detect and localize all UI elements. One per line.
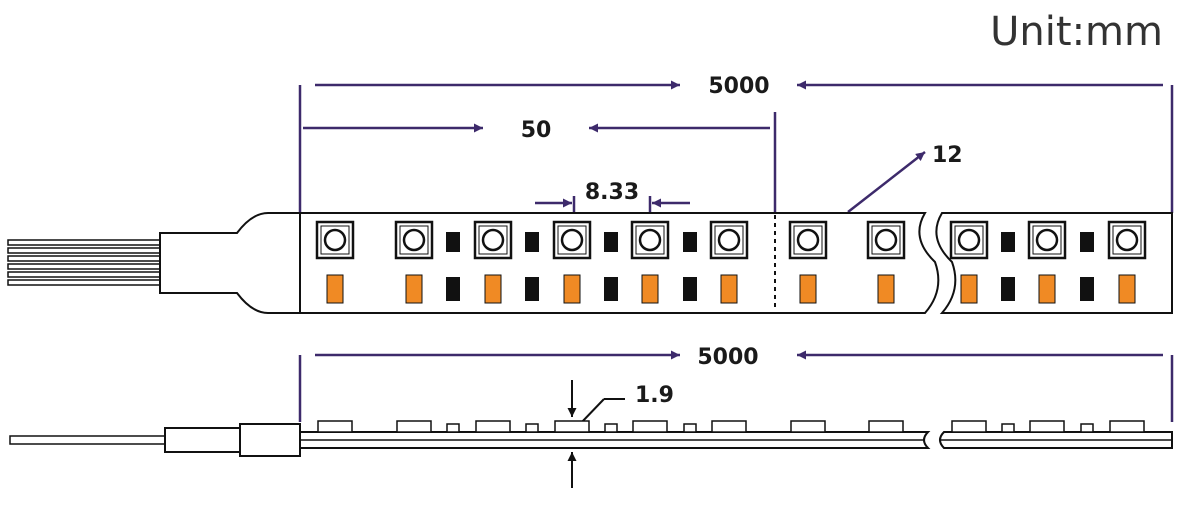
cut-length-dimension (303, 112, 777, 213)
led-chip (1107, 220, 1147, 260)
side-led-chip (951, 420, 987, 433)
connector-housing (159, 212, 301, 314)
led-chip (552, 220, 592, 260)
orange-resistor (1118, 274, 1136, 304)
side-led-chip (1109, 420, 1145, 433)
side-wire (9, 435, 166, 445)
orange-resistor (484, 274, 502, 304)
orange-resistor (960, 274, 978, 304)
black-component (1080, 277, 1094, 301)
side-small-component (683, 423, 697, 433)
orange-resistor (720, 274, 738, 304)
side-led-chip (632, 420, 668, 433)
black-component (525, 232, 539, 252)
side-connector-sleeve (164, 427, 241, 453)
strip-side-view (9, 420, 1173, 457)
side-small-component (446, 423, 460, 433)
led-chip (866, 220, 906, 260)
side-led-chip (868, 420, 904, 433)
orange-resistor (877, 274, 895, 304)
wire-bundle (7, 239, 161, 286)
side-led-chip (1029, 420, 1065, 433)
led-chip (394, 220, 434, 260)
side-small-component (604, 423, 618, 433)
led-pitch-label: 8.33 (585, 180, 639, 205)
black-component (604, 277, 618, 301)
black-component (683, 277, 697, 301)
led-chip (788, 220, 828, 260)
side-small-component (525, 423, 539, 433)
led-chip (630, 220, 670, 260)
led-chip (949, 220, 989, 260)
black-component (446, 232, 460, 252)
orange-resistor (405, 274, 423, 304)
side-length-dimension (298, 350, 1174, 422)
black-component (1001, 232, 1015, 252)
side-led-chip (554, 420, 590, 433)
black-component (1080, 232, 1094, 252)
black-component (604, 232, 618, 252)
side-connector-cap (239, 423, 301, 457)
side-led-chip (475, 420, 511, 433)
orange-resistor (1038, 274, 1056, 304)
led-chip (473, 220, 513, 260)
strip-top-view (7, 212, 1173, 314)
side-led-chip (790, 420, 826, 433)
black-component (683, 232, 697, 252)
side-small-component (1001, 423, 1015, 433)
side-length-label: 5000 (697, 345, 758, 370)
side-led-chip (396, 420, 432, 433)
led-chip (1027, 220, 1067, 260)
unit-label: Unit:mm (990, 9, 1163, 55)
side-small-component (1080, 423, 1094, 433)
width-label: 12 (932, 143, 963, 168)
led-chip (709, 220, 749, 260)
total-length-label: 5000 (708, 74, 769, 99)
orange-resistor (799, 274, 817, 304)
cut-length-label: 50 (521, 118, 552, 143)
total-length-dimension (298, 80, 1174, 213)
side-led-chip (711, 420, 747, 433)
thickness-label: 1.9 (635, 383, 674, 408)
led-chip (315, 220, 355, 260)
black-component (446, 277, 460, 301)
orange-resistor (563, 274, 581, 304)
thickness-dimension (567, 380, 625, 488)
black-component (1001, 277, 1015, 301)
black-component (525, 277, 539, 301)
orange-resistor (326, 274, 344, 304)
side-led-chip (317, 420, 353, 433)
orange-resistor (641, 274, 659, 304)
